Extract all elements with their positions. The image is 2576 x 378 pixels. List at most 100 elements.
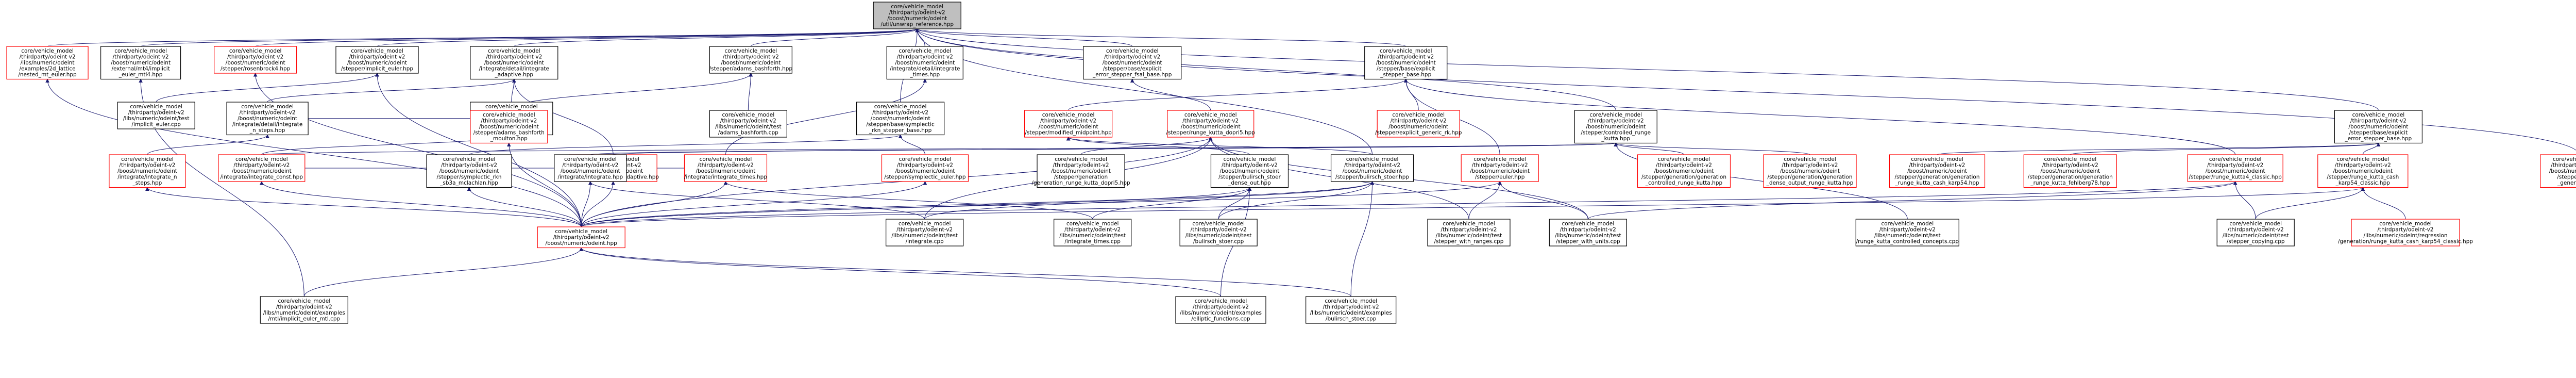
graph-node[interactable]: core/vehicle_model/thirdparty/odeint-v2/… bbox=[2317, 154, 2409, 188]
graph-node[interactable]: core/vehicle_model/thirdparty/odeint-v2/… bbox=[470, 46, 558, 80]
edge-line bbox=[590, 181, 925, 220]
graph-node[interactable]: core/vehicle_model/thirdparty/odeint-v2/… bbox=[214, 46, 297, 74]
edge-line bbox=[267, 79, 515, 103]
graph-node[interactable]: core/vehicle_model/thirdparty/odeint-v2/… bbox=[2338, 219, 2473, 246]
graph-node[interactable]: core/vehicle_model/thirdparty/odeint-v2/… bbox=[109, 154, 186, 188]
node-label-line: /thirdparty/odeint-v2 bbox=[897, 54, 953, 60]
node-label-line: /thirdparty/odeint-v2 bbox=[2551, 162, 2576, 169]
graph-node[interactable]: core/vehicle_model/thirdparty/odeint-v2/… bbox=[709, 46, 793, 74]
graph-node[interactable]: core/vehicle_model/thirdparty/odeint-v2/… bbox=[1637, 154, 1731, 188]
graph-node[interactable]: core/vehicle_model/thirdparty/odeint-v2/… bbox=[1083, 46, 1182, 80]
node-label-line: /boost/numeric/odeint bbox=[479, 124, 539, 130]
graph-node[interactable]: core/vehicle_model/thirdparty/odeint-v2/… bbox=[2216, 219, 2295, 246]
edge-arrowhead bbox=[45, 78, 49, 83]
graph-edge bbox=[467, 187, 582, 227]
graph-node[interactable]: core/vehicle_model/thirdparty/odeint-v2/… bbox=[6, 46, 89, 80]
graph-node[interactable]: core/vehicle_model/thirdparty/odeint-v2/… bbox=[260, 296, 348, 324]
edge-line bbox=[581, 248, 1221, 297]
node-label-line: /stepper/symplectic_euler.hpp bbox=[884, 174, 966, 180]
graph-node[interactable]: core/vehicle_model/thirdparty/odeint-v2/… bbox=[856, 102, 945, 136]
edge-line bbox=[377, 28, 918, 47]
graph-node[interactable]: core/vehicle_model/thirdparty/odeint-v2/… bbox=[1763, 154, 1857, 188]
node-label-line: /thirdparty/odeint-v2 bbox=[1064, 227, 1121, 233]
node-label-line: /libs/numeric/odeint/test bbox=[891, 233, 958, 239]
graph-node[interactable]: core/vehicle_model/thirdparty/odeint-v2/… bbox=[1330, 154, 1414, 182]
graph-node[interactable]: core/vehicle_model/thirdparty/odeint-v2/… bbox=[117, 102, 195, 129]
graph-node[interactable]: core/vehicle_model/thirdparty/odeint-v2/… bbox=[426, 154, 512, 188]
graph-node[interactable]: core/vehicle_model/thirdparty/odeint-v2/… bbox=[1889, 154, 1986, 188]
graph-node[interactable]: core/vehicle_model/thirdparty/odeint-v2/… bbox=[886, 46, 963, 80]
node-label-line: /stepper_copying.cpp bbox=[2227, 239, 2285, 245]
node-label-line: core/vehicle_model bbox=[1562, 221, 1615, 227]
graph-node[interactable]: core/vehicle_model/thirdparty/odeint-v2/… bbox=[1031, 154, 1130, 188]
graph-node[interactable]: core/vehicle_model/thirdparty/odeint-v2/… bbox=[1054, 219, 1132, 246]
node-label-line: core/vehicle_model bbox=[229, 48, 282, 54]
graph-edge bbox=[1080, 136, 1213, 155]
graph-node[interactable]: core/vehicle_model/thirdparty/odeint-v2/… bbox=[218, 154, 306, 182]
graph-node[interactable]: core/vehicle_model/thirdparty/odeint-v2/… bbox=[709, 110, 787, 138]
graph-node[interactable]: core/vehicle_model/thirdparty/odeint-v2/… bbox=[1427, 219, 1511, 246]
graph-node[interactable]: core/vehicle_model/thirdparty/odeint-v2/… bbox=[537, 226, 625, 249]
graph-node[interactable]: core/vehicle_model/thirdparty/odeint-v2/… bbox=[554, 154, 627, 182]
graph-node[interactable]: core/vehicle_model/thirdparty/odeint-v2/… bbox=[873, 2, 961, 29]
node-label-line: /stepper/runge_kutta_cash bbox=[2327, 174, 2399, 180]
graph-node[interactable]: core/vehicle_model/thirdparty/odeint-v2/… bbox=[1166, 110, 1255, 138]
graph-node[interactable]: core/vehicle_model/thirdparty/odeint-v2/… bbox=[684, 154, 767, 182]
edge-line bbox=[917, 28, 1133, 47]
graph-node[interactable]: core/vehicle_model/thirdparty/odeint-v2/… bbox=[2023, 154, 2117, 188]
graph-edge bbox=[581, 180, 615, 227]
graph-node[interactable]: core/vehicle_model/thirdparty/odeint-v2/… bbox=[1306, 296, 1397, 324]
node-label-line: /thirdparty/odeint-v2 bbox=[896, 227, 953, 233]
node-label-line: /stepper/bulirsch_stoer bbox=[1218, 174, 1281, 180]
graph-node[interactable]: core/vehicle_model/thirdparty/odeint-v2/… bbox=[470, 110, 548, 144]
graph-node[interactable]: core/vehicle_model/thirdparty/odeint-v2/… bbox=[1210, 154, 1289, 188]
edge-line bbox=[2362, 187, 2406, 220]
node-label-line: /integrate/integrate_times.hpp bbox=[684, 174, 767, 180]
edge-line bbox=[581, 181, 614, 227]
graph-node[interactable]: core/vehicle_model/thirdparty/odeint-v2/… bbox=[886, 219, 964, 246]
graph-edge bbox=[613, 142, 1618, 155]
edge-line bbox=[147, 187, 582, 227]
node-label-line: /stepper/runge_kutta_dopri5.hpp bbox=[1166, 130, 1255, 136]
graph-node[interactable]: core/vehicle_model/thirdparty/odeint-v2/… bbox=[1461, 154, 1539, 182]
graph-node[interactable]: core/vehicle_model/thirdparty/odeint-v2/… bbox=[226, 102, 309, 136]
graph-node[interactable]: core/vehicle_model/thirdparty/odeint-v2/… bbox=[881, 154, 969, 182]
node-box bbox=[6, 46, 89, 80]
node-label-line: _moulton.hpp bbox=[490, 136, 528, 142]
graph-node[interactable]: core/vehicle_model/thirdparty/odeint-v2/… bbox=[1375, 110, 1462, 138]
graph-node[interactable]: core/vehicle_model/thirdparty/odeint-v2/… bbox=[1549, 219, 1627, 246]
graph-node[interactable]: core/vehicle_model/thirdparty/odeint-v2/… bbox=[335, 46, 419, 74]
edge-arrowhead bbox=[1498, 180, 1502, 185]
node-label-line: core/vehicle_model bbox=[555, 228, 607, 235]
node-label-line: /boost/numeric/odeint bbox=[1181, 124, 1241, 130]
graph-node[interactable]: core/vehicle_model/thirdparty/odeint-v2/… bbox=[1024, 110, 1113, 138]
graph-node[interactable]: core/vehicle_model/thirdparty/odeint-v2/… bbox=[2187, 154, 2283, 182]
edge-line bbox=[917, 28, 2576, 151]
node-label-line: /thirdparty/odeint-v2 bbox=[553, 235, 609, 241]
edge-line bbox=[255, 28, 918, 47]
graph-node[interactable]: core/vehicle_model/thirdparty/odeint-v2/… bbox=[1175, 296, 1266, 324]
node-label-line: /stepper/base/explicit bbox=[1377, 66, 1435, 72]
graph-node[interactable]: core/vehicle_model/thirdparty/odeint-v2/… bbox=[1855, 219, 1959, 246]
graph-edge bbox=[147, 134, 269, 155]
node-label-line: /thirdparty/odeint-v2 bbox=[698, 162, 754, 169]
node-label-line: /thirdparty/odeint-v2 bbox=[1472, 162, 1528, 169]
node-label-line: core/vehicle_model bbox=[1195, 298, 1247, 304]
edge-line bbox=[514, 79, 614, 155]
graph-node[interactable]: core/vehicle_model/thirdparty/odeint-v2/… bbox=[2540, 154, 2576, 188]
graph-node[interactable]: core/vehicle_model/thirdparty/odeint-v2/… bbox=[2334, 110, 2422, 144]
graph-node[interactable]: core/vehicle_model/thirdparty/odeint-v2/… bbox=[1364, 46, 1448, 80]
edge-line bbox=[581, 187, 2363, 227]
graph-node[interactable]: core/vehicle_model/thirdparty/odeint-v2/… bbox=[1574, 110, 1657, 144]
node-label-line: /libs/numeric/odeint/test bbox=[1059, 233, 1126, 239]
graph-node[interactable]: core/vehicle_model/thirdparty/odeint-v2/… bbox=[100, 46, 181, 80]
edge-arrowhead bbox=[588, 180, 592, 185]
node-box bbox=[2023, 154, 2117, 188]
edge-line bbox=[917, 28, 1616, 111]
node-label-line: /generation/runge_kutta_cash_karp54_clas… bbox=[2338, 239, 2473, 245]
edge-arrowhead bbox=[265, 134, 269, 138]
node-label-line: /thirdparty/odeint-v2 bbox=[349, 54, 405, 60]
edge-line bbox=[581, 181, 925, 227]
graph-node[interactable]: core/vehicle_model/thirdparty/odeint-v2/… bbox=[1179, 219, 1258, 246]
node-label-line: /boost/numeric/odeint bbox=[895, 60, 955, 66]
